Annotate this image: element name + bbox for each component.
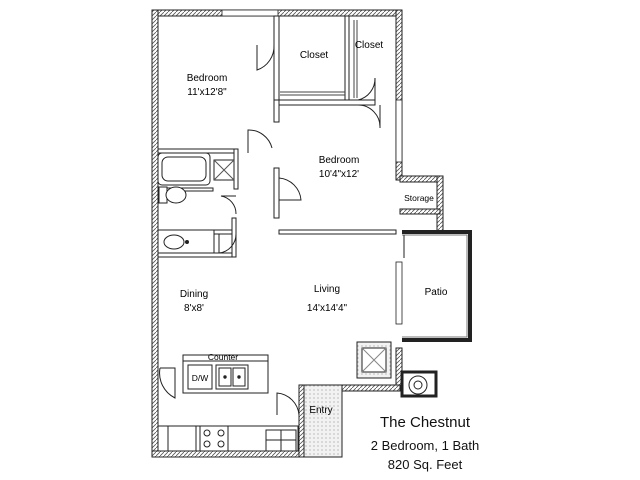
toilet-bowl-icon	[165, 186, 187, 204]
windows	[221, 9, 403, 325]
double-sink-icon	[215, 364, 249, 390]
sink-icon	[163, 234, 185, 250]
patio-label: Patio	[425, 287, 448, 298]
interior-walls	[157, 15, 397, 258]
bathroom-fixtures	[157, 152, 235, 254]
range-icon	[199, 425, 229, 452]
closet-shelves	[280, 20, 358, 98]
bedroom-1-label: Bedroom	[187, 73, 228, 84]
plan-name: The Chestnut	[379, 414, 471, 431]
mechanical-closet	[356, 341, 392, 379]
storage-label: Storage	[404, 193, 434, 203]
dishwasher-label: D/W	[192, 373, 209, 383]
refrigerator-icon	[167, 425, 197, 452]
plan-area: 820 Sq. Feet	[387, 457, 463, 472]
dishwasher-icon	[187, 364, 213, 390]
dining-label: Dining	[180, 289, 208, 300]
bedroom-2-label: Bedroom	[319, 155, 360, 166]
closet-2-label: Closet	[355, 40, 384, 51]
water-heater-icon	[408, 375, 428, 395]
kitchen	[157, 354, 299, 452]
entry-label: Entry	[309, 405, 332, 416]
entry-area	[298, 384, 401, 458]
dining-size: 8'x8'	[184, 303, 204, 314]
doors	[159, 44, 405, 416]
living-size: 14'x14'4"	[307, 303, 348, 314]
bedroom-1-size: 11'x12'8"	[187, 87, 227, 98]
storage-patio-walls	[399, 175, 472, 398]
plan-beds-baths: 2 Bedroom, 1 Bath	[370, 438, 480, 453]
counter-label: Counter	[208, 352, 238, 362]
bathtub-icon	[157, 152, 211, 186]
bedroom-2-size: 10'4"x12'	[319, 169, 359, 180]
living-label: Living	[314, 284, 340, 295]
closet-1-label: Closet	[300, 50, 329, 61]
